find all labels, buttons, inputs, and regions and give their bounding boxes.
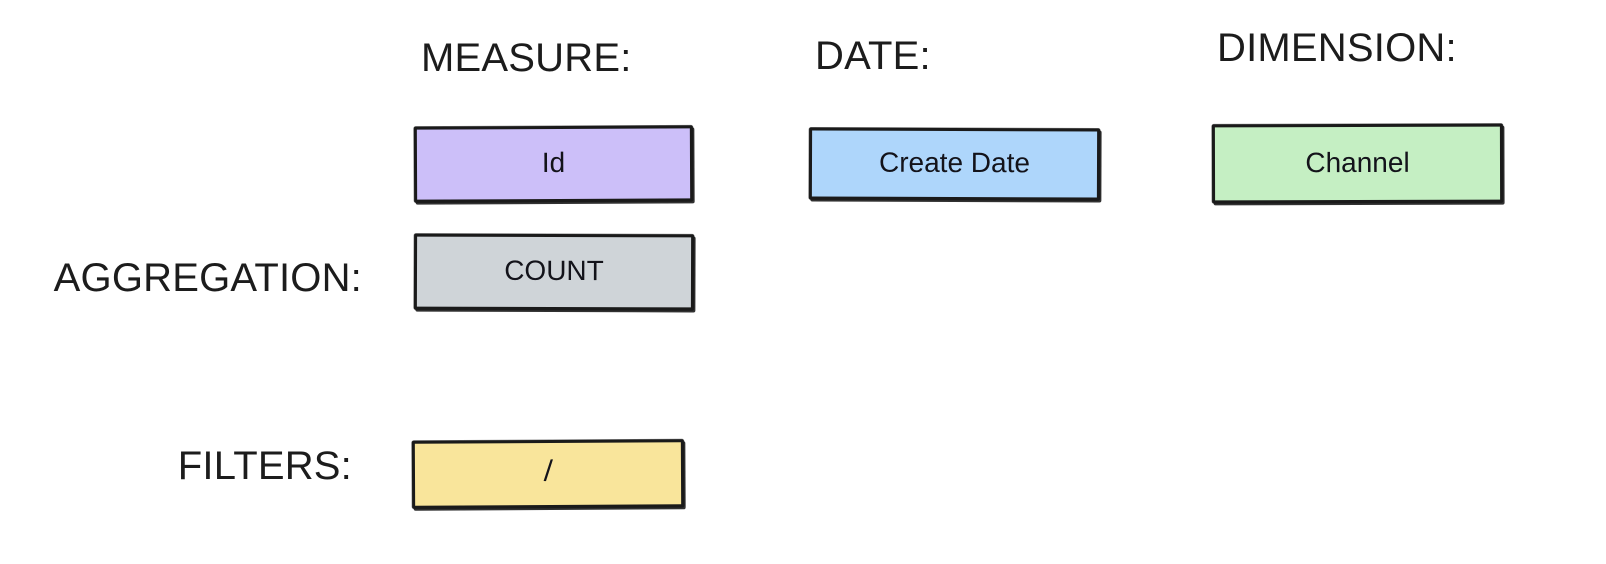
- filters-row-label: FILTERS:: [177, 444, 352, 488]
- aggregation-row-label: AGGREGATION:: [53, 256, 362, 300]
- dimension-chip-label: Channel: [1305, 146, 1410, 178]
- aggregation-chip[interactable]: COUNT: [413, 233, 695, 311]
- dimension-chip[interactable]: Channel: [1211, 123, 1504, 204]
- measure-chip[interactable]: Id: [413, 125, 694, 203]
- measure-chip-label: Id: [541, 146, 566, 179]
- aggregation-chip-label: COUNT: [504, 254, 604, 287]
- measure-column-label: MEASURE:: [421, 36, 632, 80]
- filters-chip[interactable]: /: [411, 439, 685, 509]
- dimension-column-label: DIMENSION:: [1217, 26, 1457, 70]
- date-column-label: DATE:: [815, 34, 931, 78]
- filters-chip-label: /: [543, 454, 553, 489]
- date-chip[interactable]: Create Date: [808, 127, 1101, 201]
- date-chip-label: Create Date: [878, 146, 1031, 179]
